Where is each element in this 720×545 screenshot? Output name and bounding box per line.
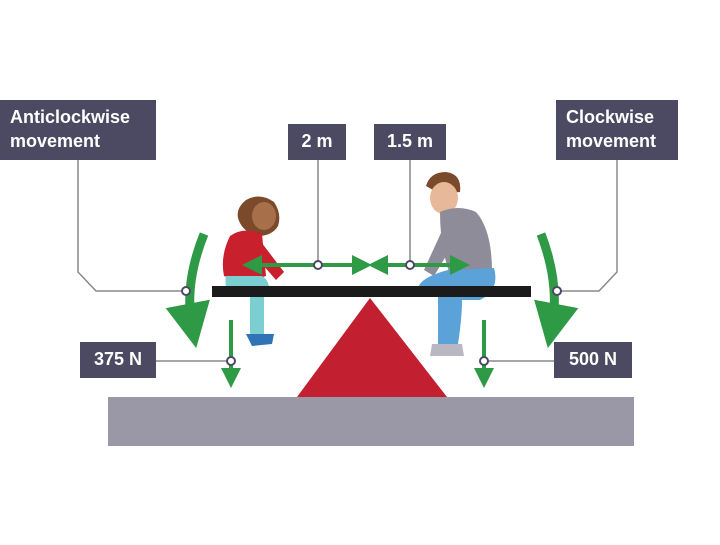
anticlockwise-label: Anticlockwise movement bbox=[0, 100, 156, 160]
connector-dots bbox=[181, 260, 562, 366]
left-distance-label: 2 m bbox=[288, 124, 346, 160]
seesaw-beam bbox=[212, 286, 531, 297]
clockwise-label: Clockwise movement bbox=[556, 100, 678, 160]
right-force-label: 500 N bbox=[554, 342, 632, 378]
left-force-label: 375 N bbox=[80, 342, 156, 378]
right-distance-label: 1.5 m bbox=[374, 124, 446, 160]
force-arrows bbox=[221, 320, 494, 388]
pivot-triangle bbox=[297, 298, 447, 397]
ground-block bbox=[108, 397, 634, 446]
clockwise-arrow bbox=[534, 232, 579, 349]
leader-lines bbox=[77, 160, 618, 362]
anticlockwise-arrow bbox=[165, 232, 210, 349]
